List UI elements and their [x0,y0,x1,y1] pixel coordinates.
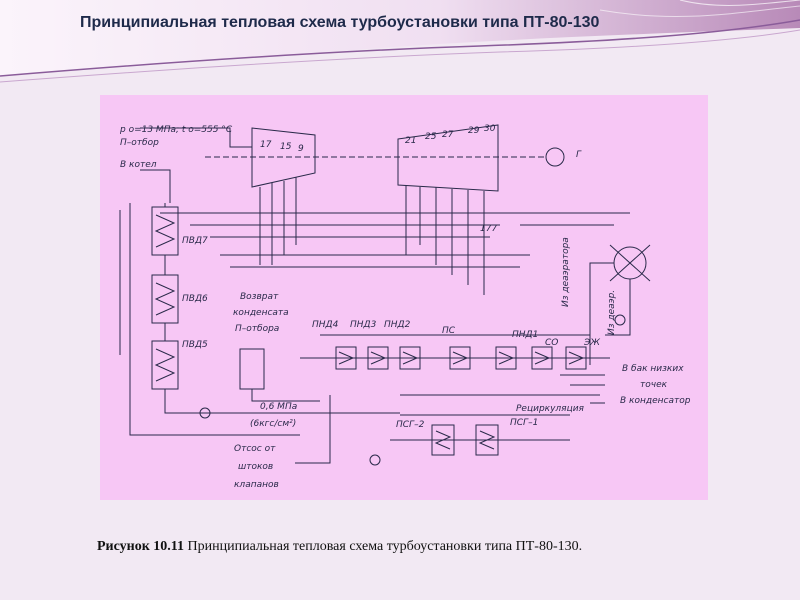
stage-25-label: 25 [425,132,437,142]
generator-symbol [545,147,565,167]
stage-17-label: 17 [260,140,272,150]
stage-29-label: 29 [468,126,480,136]
pnd4-label: ПНД4 [312,320,339,330]
stage-30-label: 30 [484,124,496,134]
pressure-06-label: 0,6 МПа [260,402,297,412]
caption-figure-number: Рисунок 10.11 [97,539,185,554]
tank-low-points-line-1: В бак низких [622,364,684,374]
thermal-scheme-diagram: p о=13 МПа; t о=555 °С П–отбор В котел 1… [100,95,708,500]
pvd7-label: ПВД7 [182,236,208,246]
lp-cylinder [397,124,499,192]
generator-label: Г [576,150,582,160]
to-condenser-label: В конденсатор [620,396,691,406]
to-boiler-label: В котел [120,160,157,170]
return-condensate-line-1: Возврат [240,292,279,302]
figure-caption: Рисунок 10.11 Принципиальная тепловая сх… [97,539,582,555]
pump-2 [369,454,381,466]
suction-line-1: Отсос от [234,444,276,454]
return-condensate-line-2: конденсата [233,308,289,318]
pnd2-label: ПНД2 [384,320,411,330]
slide-title: Принципиальная тепловая схема турбоустан… [80,14,600,31]
header-wave-decoration [0,0,800,83]
stage-27-label: 27 [442,130,454,140]
from-deaerator-label: Из деаэратора [561,237,571,307]
so-label: СО [545,338,558,348]
mark-177-label: 177 [480,224,497,234]
p-extraction-label: П–отбор [120,138,159,148]
suction-line-2: штоков [238,462,273,472]
pnd1-label: ПНД1 [512,330,538,340]
pressure-kgs-label: (6кгс/см²) [250,419,296,429]
ezh-label: ЭЖ [583,338,600,348]
stage-9-label: 9 [298,144,304,154]
from-deaer-short-label: Из деаэр. [607,290,617,335]
hp-cylinder [251,127,316,188]
tank-low-points-line-2: точек [640,380,668,390]
condensate-return-tank [239,348,265,390]
recirculation-label: Рециркуляция [516,404,585,414]
pvd5-label: ПВД5 [182,340,208,350]
psg2-label: ПСГ–2 [396,420,425,430]
pnd3-label: ПНД3 [350,320,377,330]
caption-text: Принципиальная тепловая схема турбоустан… [184,539,583,554]
pvd6-label: ПВД6 [182,294,208,304]
stage-21-label: 21 [405,136,416,146]
return-condensate-line-3: П–отбора [235,324,279,334]
pump-1 [199,407,211,419]
stage-15-label: 15 [280,142,292,152]
steam-parameters-label: p о=13 МПа; t о=555 °С [119,125,233,135]
ps-label: ПС [442,326,456,336]
scheme-drawing: p о=13 МПа; t о=555 °С П–отбор В котел 1… [119,124,691,490]
psg1-label: ПСГ–1 [510,418,538,428]
pump-3 [614,314,626,326]
suction-line-3: клапанов [234,480,279,490]
